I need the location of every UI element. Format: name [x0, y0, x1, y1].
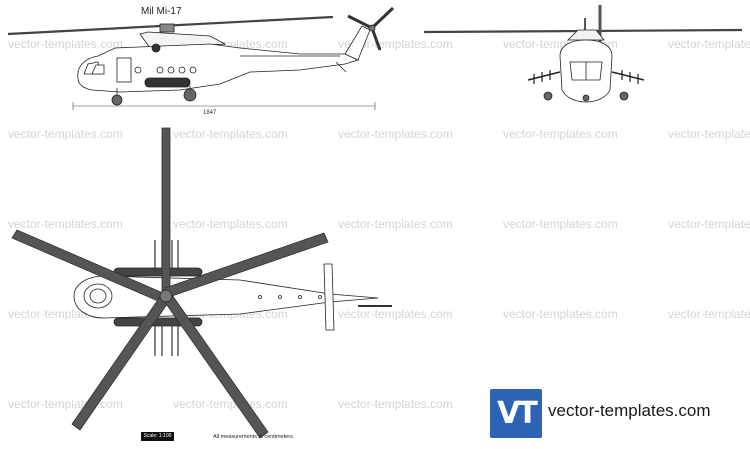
side-tail-fin	[344, 25, 371, 61]
side-tail-skid	[335, 61, 347, 73]
watermark-text: vector-templates.com	[8, 127, 123, 141]
brand-logo[interactable]: VT	[490, 389, 542, 438]
side-fuel-tank	[144, 77, 191, 88]
top-stabilizer	[323, 263, 335, 331]
side-window	[167, 66, 175, 74]
side-nose-wheel	[111, 94, 123, 106]
front-pylon-right	[611, 71, 645, 81]
side-view	[7, 6, 395, 110]
front-hardpoints	[533, 70, 639, 84]
top-main-rotor	[11, 127, 329, 439]
brand-link[interactable]: vector-templates.com	[548, 401, 711, 420]
watermark-text: vector-templates.com	[668, 217, 750, 231]
rotor-blade-1	[161, 127, 171, 293]
front-nose-wheel	[582, 94, 590, 102]
watermark-text: vector-templates.com	[338, 217, 453, 231]
watermark-text: vector-templates.com	[173, 397, 288, 411]
measurement-note: All measurements in centimeters.	[213, 434, 295, 440]
side-main-wheel	[183, 88, 197, 102]
watermark-text: vector-templates.com	[338, 127, 453, 141]
watermark-text: vector-templates.com	[8, 37, 123, 51]
scale-label: Scale: 1:100	[141, 432, 174, 441]
watermark-text: vector-templates.com	[668, 127, 750, 141]
watermark-text: vector-templates.com	[173, 127, 288, 141]
top-fuel-tank-left	[113, 267, 203, 277]
top-boom-details	[258, 295, 322, 299]
side-cockpit-window-2	[91, 64, 105, 75]
front-pylon-left	[527, 71, 561, 81]
watermark-text: vector-templates.com	[503, 307, 618, 321]
front-wheel-left	[543, 91, 553, 101]
side-window	[178, 66, 186, 74]
drawing-title: Mil Mi-17	[141, 6, 182, 17]
watermark-text: vector-templates.com	[338, 37, 453, 51]
watermark-text: vector-templates.com	[668, 37, 750, 51]
watermark-text: vector-templates.com	[338, 397, 453, 411]
length-dimension: 1847	[203, 110, 217, 116]
side-dimension-line	[72, 102, 376, 110]
side-tail-rotor	[347, 6, 395, 51]
top-rotor-hub	[159, 289, 173, 303]
watermark-text: vector-templates.com	[503, 217, 618, 231]
front-view	[423, 5, 743, 103]
side-intake	[151, 43, 161, 53]
front-wheel-right	[619, 91, 629, 101]
top-cockpit-inner	[89, 288, 107, 304]
side-tail-rotor-hub	[368, 24, 376, 32]
watermark-text: vector-templates.com	[668, 307, 750, 321]
side-door	[116, 57, 132, 83]
side-window	[134, 66, 142, 74]
watermark-text: vector-templates.com	[503, 127, 618, 141]
side-rotor-hub	[159, 23, 175, 33]
top-view	[11, 127, 392, 439]
top-fuselage	[73, 275, 379, 319]
watermark-text: vector-templates.com	[173, 217, 288, 231]
side-window	[189, 66, 197, 74]
side-window	[156, 66, 164, 74]
watermark-text: vector-templates.com	[8, 217, 123, 231]
watermark-text: vector-templates.com	[338, 307, 453, 321]
